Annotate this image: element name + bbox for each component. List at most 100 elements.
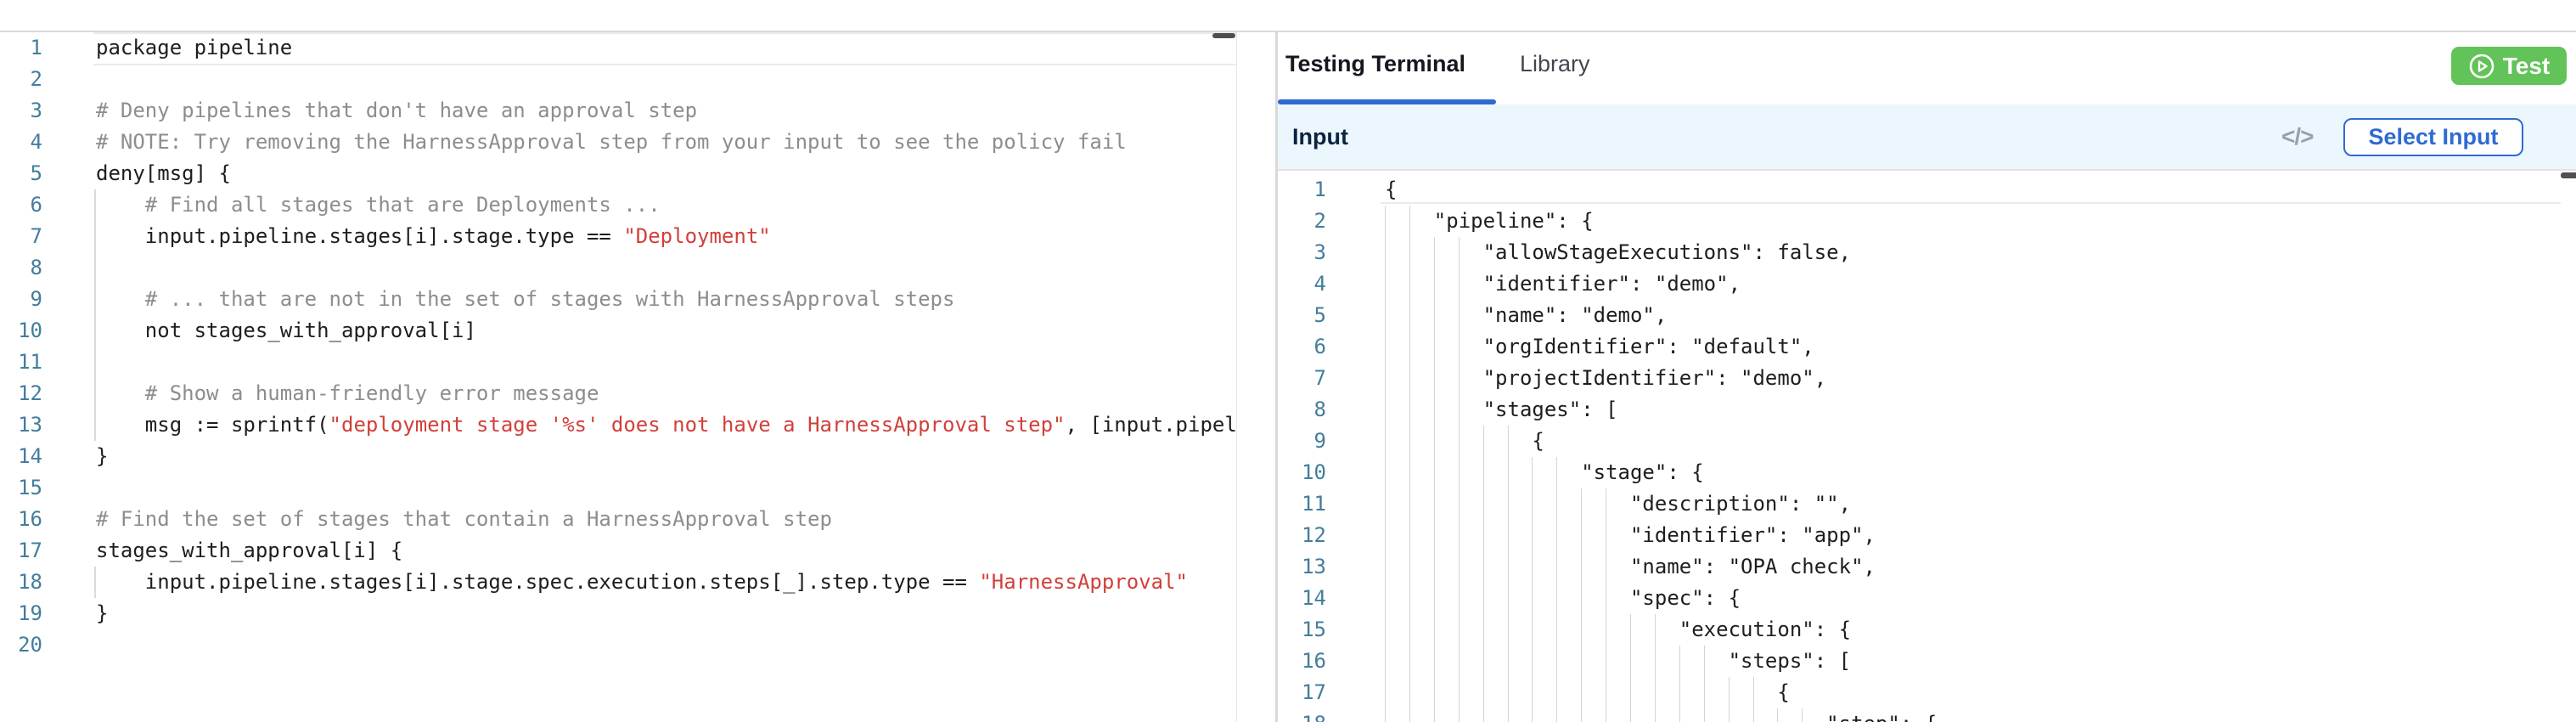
comment-token: # Find the set of stages that contain a …	[96, 507, 832, 531]
indent-guide	[1385, 237, 1386, 268]
code-token: }	[96, 601, 109, 625]
indent-guide	[1630, 646, 1632, 677]
json-line[interactable]: 5 "name": "demo",	[1278, 300, 2576, 331]
indent-guide	[1507, 708, 1509, 722]
code-line[interactable]: 20	[0, 629, 1275, 661]
code-line[interactable]: 9 # ... that are not in the set of stage…	[0, 284, 1275, 315]
tab-testing-terminal[interactable]: Testing Terminal	[1285, 51, 1466, 76]
indent-guide	[1728, 708, 1730, 722]
indent-guide	[1630, 708, 1632, 722]
indent-guide	[1409, 363, 1410, 394]
json-line[interactable]: 14 "spec": {	[1278, 583, 2576, 614]
line-number: 12	[18, 381, 42, 405]
json-line-text: {	[1385, 178, 1398, 201]
line-number: 20	[18, 633, 42, 657]
comment-token: # NOTE: Try removing the HarnessApproval…	[96, 130, 1127, 154]
indent-guide	[1385, 426, 1386, 457]
code-brackets-icon[interactable]: </>	[2281, 123, 2314, 149]
line-number: 19	[18, 601, 42, 625]
line-number: 13	[18, 413, 42, 437]
indent-guide	[94, 378, 96, 409]
code-line[interactable]: 19}	[0, 598, 1275, 629]
indent-guide	[1409, 300, 1410, 331]
indent-guide	[1556, 708, 1558, 722]
indent-guide	[1532, 583, 1533, 614]
json-line[interactable]: 12 "identifier": "app",	[1278, 520, 2576, 551]
indent-guide	[1433, 551, 1435, 583]
json-line[interactable]: 9 {	[1278, 426, 2576, 457]
code-line[interactable]: 8	[0, 252, 1275, 284]
json-line-text: "spec": {	[1385, 586, 1741, 610]
json-line-text: {	[1385, 429, 1544, 453]
json-line[interactable]: 17 {	[1278, 677, 2576, 708]
code-line[interactable]: 18 input.pipeline.stages[i].stage.spec.e…	[0, 567, 1275, 598]
indent-guide	[1385, 268, 1386, 300]
code-line[interactable]: 12 # Show a human-friendly error message	[0, 378, 1275, 409]
json-line[interactable]: 3 "allowStageExecutions": false,	[1278, 237, 2576, 268]
code-line[interactable]: 2	[0, 64, 1275, 95]
indent-guide	[1409, 551, 1410, 583]
json-line[interactable]: 18 "step": {	[1278, 708, 2576, 722]
indent-guide	[94, 409, 96, 441]
code-line[interactable]: 14}	[0, 441, 1275, 472]
indent-guide	[1482, 551, 1484, 583]
code-line[interactable]: 16 # Find the set of stages that contain …	[0, 504, 1275, 535]
indent-guide	[1458, 551, 1460, 583]
indent-guide	[1409, 206, 1410, 237]
indent-guide	[1433, 363, 1435, 394]
json-line[interactable]: 2 "pipeline": {	[1278, 206, 2576, 237]
input-json-editor[interactable]: 1{2 "pipeline": {3 "allowStageExecutions…	[1278, 172, 2576, 722]
indent-guide	[1581, 677, 1583, 708]
line-number: 2	[30, 67, 42, 91]
json-line-text: "stages": [	[1385, 398, 1618, 421]
json-line-text: "projectIdentifier": "demo",	[1385, 366, 1827, 390]
code-token: }	[96, 444, 109, 468]
code-line[interactable]: 15	[0, 472, 1275, 504]
json-line[interactable]: 15 "execution": {	[1278, 614, 2576, 646]
json-line[interactable]: 6 "orgIdentifier": "default",	[1278, 331, 2576, 363]
indent-guide	[1409, 426, 1410, 457]
indent-guide	[1482, 520, 1484, 551]
code-line[interactable]: 11	[0, 347, 1275, 378]
json-line[interactable]: 10 "stage": {	[1278, 457, 2576, 488]
indent-guide	[1507, 646, 1509, 677]
code-line[interactable]: 13 msg := sprintf("deployment stage '%s'…	[0, 409, 1275, 441]
indent-guide	[1532, 677, 1533, 708]
code-line[interactable]: 4# NOTE: Try removing the HarnessApprova…	[0, 127, 1275, 158]
select-input-button[interactable]: Select Input	[2343, 118, 2523, 156]
json-line[interactable]: 8 "stages": [	[1278, 394, 2576, 426]
tab-library[interactable]: Library	[1520, 51, 1590, 76]
line-number: 16	[18, 507, 42, 531]
line-number: 17	[18, 539, 42, 562]
json-line[interactable]: 7 "projectIdentifier": "demo",	[1278, 363, 2576, 394]
json-line[interactable]: 16 "steps": [	[1278, 646, 2576, 677]
code-line[interactable]: 3# Deny pipelines that don't have an app…	[0, 95, 1275, 127]
indent-guide	[1458, 677, 1460, 708]
json-line[interactable]: 13 "name": "OPA check",	[1278, 551, 2576, 583]
indent-guide	[1433, 300, 1435, 331]
json-line[interactable]: 11 "description": "",	[1278, 488, 2576, 520]
code-line[interactable]: 7 input.pipeline.stages[i].stage.type ==…	[0, 221, 1275, 252]
panel-divider[interactable]	[1275, 31, 1278, 722]
left-scrollbar-thumb[interactable]	[1212, 33, 1235, 38]
json-line[interactable]: 1{	[1278, 174, 2576, 206]
code-line[interactable]: 10 not stages_with_approval[i]	[0, 315, 1275, 347]
code-line-text: # Show a human-friendly error message	[96, 378, 599, 409]
code-line[interactable]: 6 # Find all stages that are Deployments…	[0, 189, 1275, 221]
line-number: 10	[18, 319, 42, 342]
indent-guide	[1409, 488, 1410, 520]
test-button[interactable]: Test	[2451, 47, 2567, 85]
indent-guide	[94, 252, 96, 284]
indent-guide	[1433, 426, 1435, 457]
indent-guide	[1507, 677, 1509, 708]
json-line[interactable]: 4 "identifier": "demo",	[1278, 268, 2576, 300]
right-scrollbar-thumb[interactable]	[2561, 172, 2576, 178]
indent-guide	[1385, 583, 1386, 614]
indent-guide	[1458, 708, 1460, 722]
line-number: 5	[1313, 303, 1326, 327]
indent-guide	[1409, 457, 1410, 488]
